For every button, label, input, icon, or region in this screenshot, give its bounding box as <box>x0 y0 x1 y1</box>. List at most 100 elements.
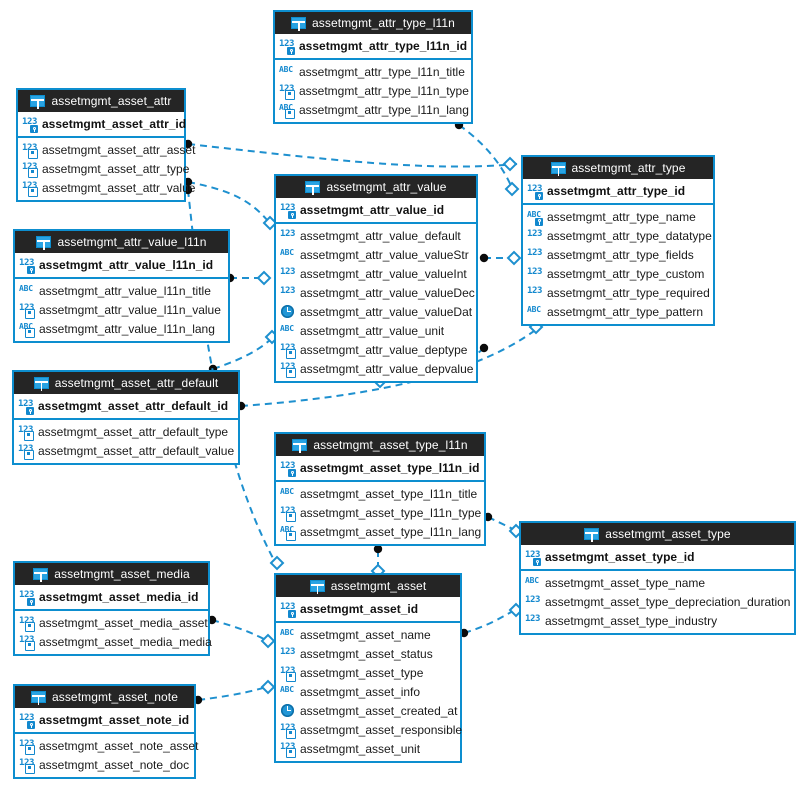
entity-header[interactable]: assetmgmt_asset <box>276 575 460 597</box>
entity-header[interactable]: assetmgmt_attr_value_l11n <box>15 231 228 253</box>
relationship-rel-asset-attr-value[interactable] <box>183 177 278 231</box>
column-label: assetmgmt_asset_attr_id <box>42 117 187 131</box>
entity-header[interactable]: assetmgmt_asset_type <box>521 523 794 545</box>
integer-type-icon: 123 <box>527 247 543 258</box>
entity-title: assetmgmt_attr_type <box>571 161 686 175</box>
relationship-rel-asset-note-asset[interactable] <box>193 679 276 705</box>
entity-header[interactable]: assetmgmt_asset_attr_default <box>14 372 238 394</box>
relationship-target-diamond <box>260 633 276 649</box>
relationship-rel-asset-media-asset[interactable] <box>207 615 276 649</box>
entity-header[interactable]: assetmgmt_asset_note <box>15 686 194 708</box>
column-label: assetmgmt_asset_info <box>300 684 421 699</box>
column-label: assetmgmt_attr_value_l11n_lang <box>39 321 215 336</box>
entity-column-row[interactable]: assetmgmt_asset_created_at <box>276 701 460 720</box>
entity-header[interactable]: assetmgmt_attr_type_l11n <box>275 12 471 34</box>
relationship-rel-asset-type[interactable] <box>459 602 524 638</box>
entity-header[interactable]: assetmgmt_asset_media <box>15 563 208 585</box>
integer-type-icon: 123 <box>280 646 296 657</box>
entity-header[interactable]: assetmgmt_asset_type_l11n <box>276 434 484 456</box>
relationship-rel-attr-value-l11n-value[interactable] <box>225 270 272 286</box>
relationship-target-diamond <box>504 181 520 197</box>
index-key-badge-icon <box>25 308 35 319</box>
column-label: assetmgmt_attr_type_pattern <box>547 304 704 319</box>
entity-header[interactable]: assetmgmt_attr_type <box>523 157 713 179</box>
relationship-rel-attr-value-deptype[interactable] <box>479 250 522 266</box>
primary-key-badge-icon <box>30 125 38 133</box>
column-label: assetmgmt_asset_type_l11n_type <box>300 505 482 520</box>
relationship-rel-asset-attr-type[interactable] <box>183 139 518 172</box>
relationship-rel-asset-type-l11n-type[interactable] <box>483 512 524 539</box>
entity-column-row[interactable]: assetmgmt_attr_value_valueDat <box>276 302 476 321</box>
entity-header[interactable]: assetmgmt_attr_value <box>276 176 476 198</box>
integer-type-icon: 123 <box>280 285 296 296</box>
entity-header[interactable]: assetmgmt_asset_attr <box>18 90 184 112</box>
text-type-icon: ABC <box>280 627 294 637</box>
column-label: assetmgmt_attr_value_valueStr <box>300 247 469 262</box>
integer-primary-key-icon: 123 <box>280 461 296 477</box>
column-label: assetmgmt_attr_type_l11n_type <box>299 83 469 98</box>
